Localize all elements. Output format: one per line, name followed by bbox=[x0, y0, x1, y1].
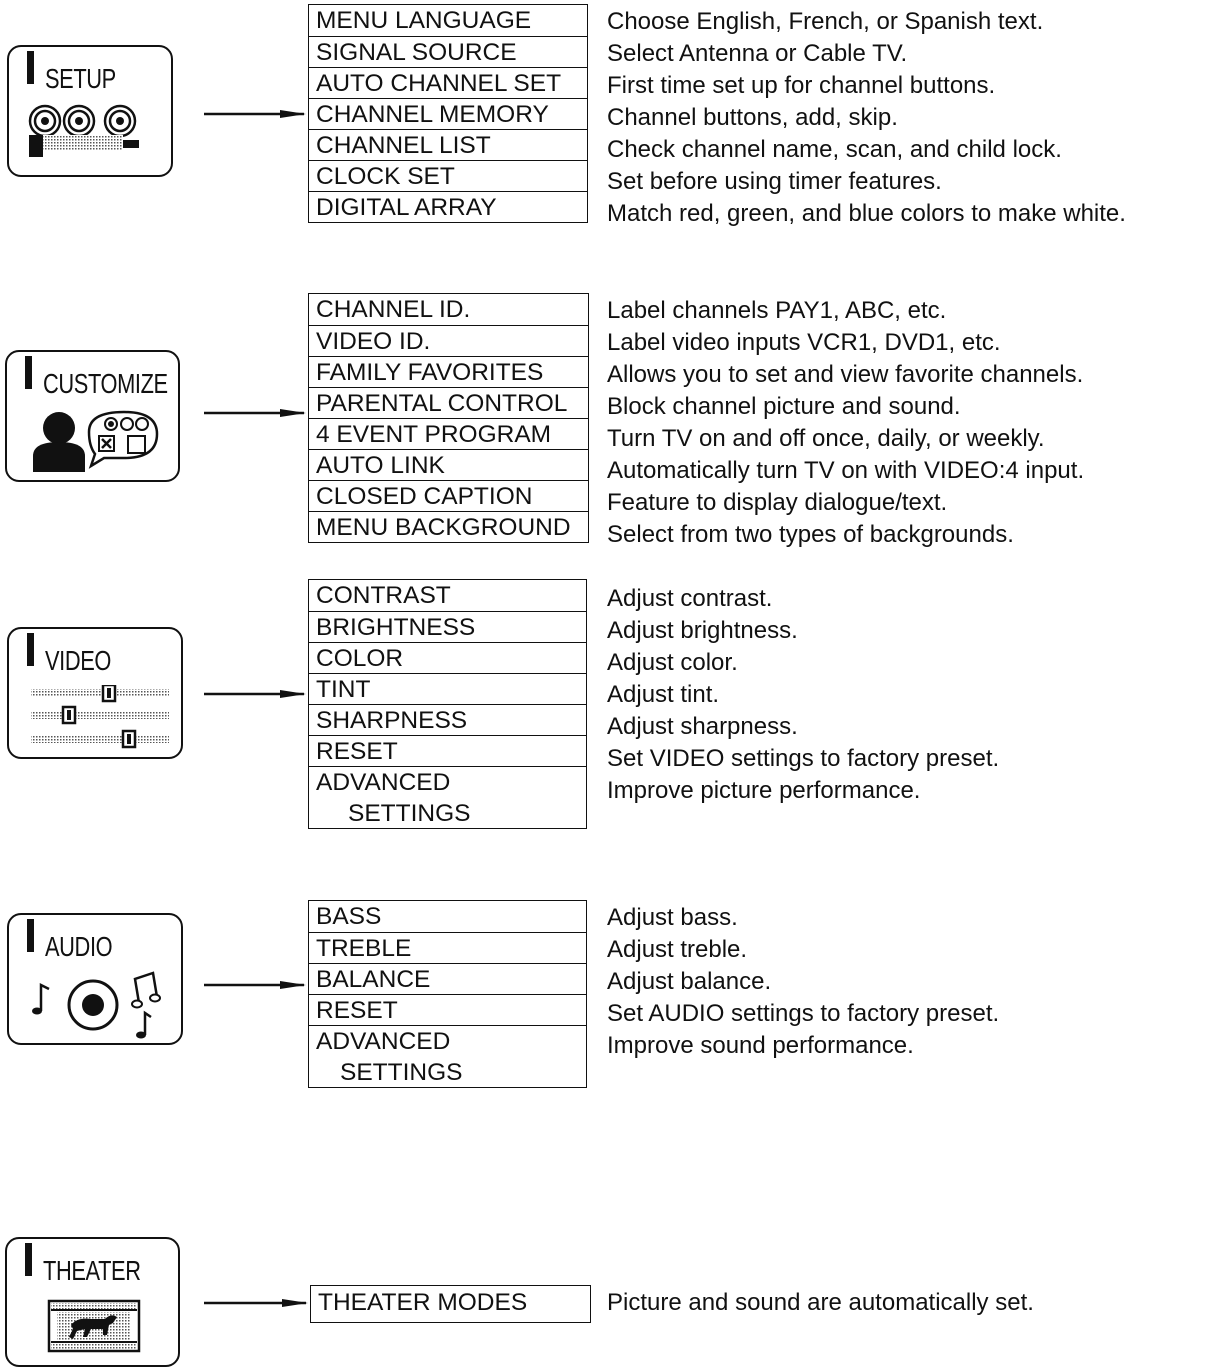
menu-item[interactable]: RESET bbox=[309, 735, 586, 766]
menu-item[interactable]: AUTO CHANNEL SET bbox=[309, 67, 587, 98]
arrow-icon bbox=[204, 1299, 308, 1307]
theater-icon-bar bbox=[25, 1243, 32, 1276]
item-description: Block channel picture and sound. bbox=[607, 393, 961, 420]
theater-descriptions: Picture and sound are automatically set. bbox=[607, 1287, 1034, 1319]
arrow-icon bbox=[204, 409, 306, 417]
menu-item[interactable]: SIGNAL SOURCE bbox=[309, 36, 587, 67]
setup-descriptions: Choose English, French, or Spanish text.… bbox=[607, 6, 1126, 230]
audio-icon: AUDIO bbox=[7, 913, 183, 1045]
menu-item[interactable]: VIDEO ID. bbox=[309, 325, 588, 356]
setup-icon-bar bbox=[27, 51, 34, 84]
video-icon-label: VIDEO bbox=[45, 645, 112, 676]
menu-item-line: ADVANCED bbox=[316, 769, 451, 796]
menu-item-line: ADVANCED bbox=[316, 1028, 451, 1055]
arrow-icon bbox=[204, 981, 306, 989]
item-description: Label channels PAY1, ABC, etc. bbox=[607, 297, 947, 324]
theater-menu-table: THEATER MODES bbox=[310, 1285, 591, 1323]
arrow-icon bbox=[204, 690, 306, 698]
menu-item[interactable]: FAMILY FAVORITES bbox=[309, 356, 588, 387]
menu-item[interactable]: TINT bbox=[309, 673, 586, 704]
item-description: Adjust sharpness. bbox=[607, 713, 798, 740]
menu-item[interactable]: CHANNEL MEMORY bbox=[309, 98, 587, 129]
film-icon bbox=[47, 1299, 141, 1353]
reel-icon bbox=[28, 104, 139, 157]
item-description: Choose English, French, or Spanish text. bbox=[607, 8, 1044, 35]
audio-descriptions: Adjust bass. Adjust treble. Adjust balan… bbox=[607, 902, 999, 1062]
menu-item[interactable]: MENU LANGUAGE bbox=[316, 7, 532, 34]
item-description: Set before using timer features. bbox=[607, 168, 942, 195]
person-icon bbox=[33, 410, 159, 472]
theater-icon-label: THEATER bbox=[43, 1255, 141, 1286]
item-description: Adjust tint. bbox=[607, 681, 720, 708]
item-description: Improve picture performance. bbox=[607, 777, 921, 804]
menu-item-line: SETTINGS bbox=[348, 800, 471, 827]
video-menu-table: CONTRAST BRIGHTNESS COLOR TINT SHARPNESS… bbox=[308, 579, 587, 829]
audio-icon-bar bbox=[27, 919, 34, 952]
menu-item[interactable]: CHANNEL ID. bbox=[316, 296, 471, 323]
item-description: Adjust brightness. bbox=[607, 617, 798, 644]
slider-icon bbox=[31, 685, 169, 749]
item-description: Set AUDIO settings to factory preset. bbox=[607, 1000, 1000, 1027]
item-description: Select from two types of backgrounds. bbox=[607, 521, 1014, 548]
menu-item[interactable]: BALANCE bbox=[309, 963, 586, 994]
item-description: Label video inputs VCR1, DVD1, etc. bbox=[607, 329, 1001, 356]
menu-item[interactable]: AUTO LINK bbox=[309, 449, 588, 480]
customize-icon: CUSTOMIZE bbox=[5, 350, 180, 482]
item-description: Check channel name, scan, and child lock… bbox=[607, 136, 1062, 163]
item-description: Turn TV on and off once, daily, or weekl… bbox=[607, 425, 1045, 452]
speaker-icon bbox=[32, 971, 161, 1039]
video-icon: VIDEO bbox=[7, 627, 183, 759]
menu-item[interactable]: TREBLE bbox=[309, 932, 586, 963]
item-description: Set VIDEO settings to factory preset. bbox=[607, 745, 1000, 772]
audio-icon-label: AUDIO bbox=[45, 931, 113, 962]
setup-menu-table: MENU LANGUAGE SIGNAL SOURCE AUTO CHANNEL… bbox=[308, 4, 588, 223]
item-description: Adjust color. bbox=[607, 649, 738, 676]
video-descriptions: Adjust contrast. Adjust brightness. Adju… bbox=[607, 583, 999, 807]
menu-item[interactable]: COLOR bbox=[309, 642, 586, 673]
item-description: Improve sound performance. bbox=[607, 1032, 914, 1059]
customize-menu-table: CHANNEL ID. VIDEO ID. FAMILY FAVORITES P… bbox=[308, 293, 589, 543]
menu-item[interactable]: MENU BACKGROUND bbox=[309, 511, 588, 542]
menu-item-advanced-settings[interactable]: ADVANCED SETTINGS bbox=[309, 766, 586, 828]
menu-item[interactable]: THEATER MODES bbox=[318, 1289, 528, 1316]
menu-item[interactable]: CLOSED CAPTION bbox=[309, 480, 588, 511]
menu-item[interactable]: DIGITAL ARRAY bbox=[309, 191, 587, 222]
item-description: First time set up for channel buttons. bbox=[607, 72, 996, 99]
item-description: Channel buttons, add, skip. bbox=[607, 104, 898, 131]
item-description: Adjust bass. bbox=[607, 904, 738, 931]
menu-item[interactable]: CONTRAST bbox=[316, 582, 451, 609]
menu-item[interactable]: 4 EVENT PROGRAM bbox=[309, 418, 588, 449]
menu-item[interactable]: PARENTAL CONTROL bbox=[309, 387, 588, 418]
menu-item[interactable]: CLOCK SET bbox=[309, 160, 587, 191]
arrow-icon bbox=[204, 110, 306, 118]
theater-icon: THEATER bbox=[5, 1237, 180, 1367]
menu-item[interactable]: BASS bbox=[316, 903, 382, 930]
menu-item-advanced-settings[interactable]: ADVANCED SETTINGS bbox=[309, 1025, 586, 1087]
audio-menu-table: BASS TREBLE BALANCE RESET ADVANCED SETTI… bbox=[308, 900, 587, 1088]
menu-item[interactable]: SHARPNESS bbox=[309, 704, 586, 735]
customize-icon-bar bbox=[25, 356, 32, 389]
menu-item[interactable]: BRIGHTNESS bbox=[309, 611, 586, 642]
video-icon-bar bbox=[27, 633, 34, 666]
item-description: Allows you to set and view favorite chan… bbox=[607, 361, 1084, 388]
customize-descriptions: Label channels PAY1, ABC, etc. Label vid… bbox=[607, 295, 1084, 551]
item-description: Picture and sound are automatically set. bbox=[607, 1289, 1034, 1316]
setup-icon-label: SETUP bbox=[45, 63, 116, 94]
item-description: Adjust treble. bbox=[607, 936, 748, 963]
item-description: Feature to display dialogue/text. bbox=[607, 489, 948, 516]
menu-item[interactable]: CHANNEL LIST bbox=[309, 129, 587, 160]
customize-icon-label: CUSTOMIZE bbox=[43, 368, 168, 399]
setup-icon: SETUP bbox=[7, 45, 173, 177]
item-description: Automatically turn TV on with VIDEO:4 in… bbox=[607, 457, 1085, 484]
item-description: Select Antenna or Cable TV. bbox=[607, 40, 908, 67]
menu-item-line: SETTINGS bbox=[340, 1059, 463, 1086]
item-description: Adjust balance. bbox=[607, 968, 772, 995]
item-description: Adjust contrast. bbox=[607, 585, 773, 612]
menu-item[interactable]: RESET bbox=[309, 994, 586, 1025]
item-description: Match red, green, and blue colors to mak… bbox=[607, 200, 1126, 227]
